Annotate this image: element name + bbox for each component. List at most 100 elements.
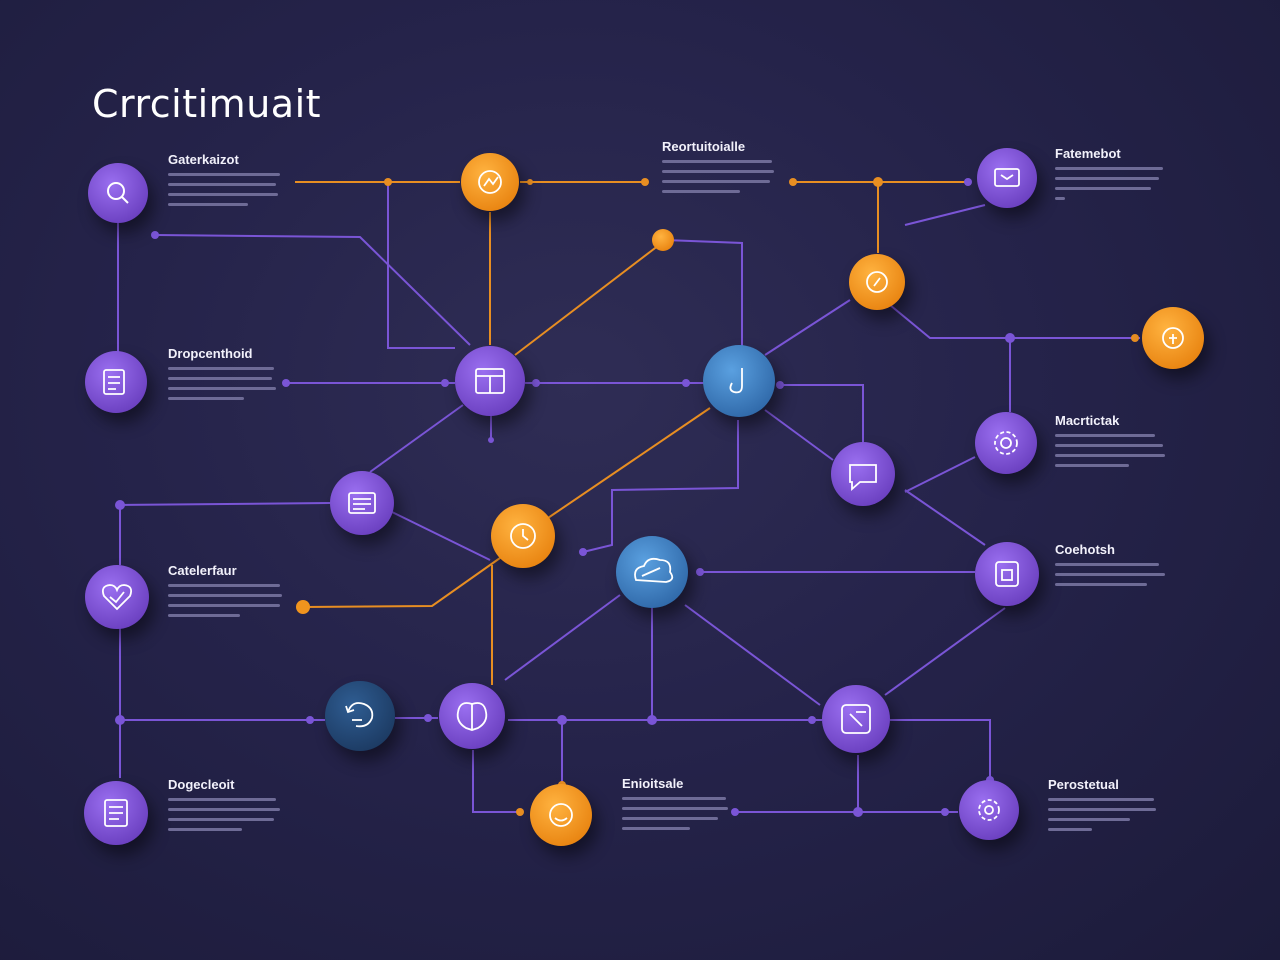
junction-dot [641,178,649,186]
label-title: Dogecleoit [168,777,235,792]
label-enioitsale: Enioitsale [622,776,752,837]
gear-icon [994,431,1018,455]
refresh-icon [345,702,374,728]
edge [387,182,455,349]
text-placeholder [168,584,298,617]
window-icon [475,368,505,394]
label-fatemebot: Fatemebot [1055,146,1185,207]
label-title: Macrtictak [1055,413,1120,428]
junction-dot [488,437,494,443]
junction-dot [964,178,972,186]
edge [154,234,471,346]
node-tag[interactable] [822,685,890,753]
edge [904,456,976,493]
label-title: Fatemebot [1055,146,1121,161]
junction-dot [527,179,533,185]
label-title: Dropcenthoid [168,346,253,361]
node-list[interactable] [330,471,394,535]
edge [302,557,501,608]
node-chat[interactable] [831,442,895,506]
node-smile[interactable] [530,784,592,846]
junction-dot [776,381,784,389]
junction-dot [384,178,392,186]
text-placeholder [168,367,298,400]
text-placeholder [622,797,752,830]
junction-dot [789,178,797,186]
junction-dot [516,808,524,816]
edge [904,204,986,226]
node-center-purple[interactable] [455,346,525,416]
text-placeholder [1055,563,1185,586]
node-search[interactable] [88,163,148,223]
edges-orange [295,181,968,685]
cog-icon [978,799,1000,821]
junction-dot [579,548,587,556]
chat-icon [849,464,877,491]
compass-icon [866,271,888,293]
clock-icon [510,523,536,549]
node-brain[interactable] [439,683,505,749]
node-cloud[interactable] [616,536,688,608]
label-macrtictak: Macrtictak [1055,413,1185,474]
node-gear[interactable] [975,412,1037,474]
label-coehotsh: Coehotsh [1055,542,1185,593]
edge [684,604,821,706]
junction-dot [682,379,690,387]
screen-icon [994,168,1020,187]
node-top-orange[interactable] [461,153,519,211]
notes-icon [104,799,128,827]
junction-dot [306,716,314,724]
label-title: Gaterkaizot [168,152,239,167]
junction-dot [652,229,674,251]
lock-icon [1162,327,1184,349]
box-icon [995,561,1019,587]
junction-dot [853,807,863,817]
edge [504,594,621,681]
node-clock[interactable] [491,504,555,568]
cloud-icon [634,557,674,583]
node-mid-orange[interactable] [849,254,905,310]
text-placeholder [168,798,298,831]
junction-dots [115,177,1139,817]
label-title: Reortuitoialle [662,139,746,154]
search-icon [107,182,129,204]
node-doc-left[interactable] [85,351,147,413]
edge [884,607,1006,696]
node-right-orange[interactable] [1142,307,1204,369]
junction-dot [151,231,159,239]
node-heart[interactable] [85,565,149,629]
junction-dot [441,379,449,387]
text-placeholder [168,173,298,206]
text-placeholder [1048,798,1178,831]
node-refresh[interactable] [325,681,395,751]
edge [391,511,491,561]
label-title: Perostetual [1048,777,1119,792]
heart-icon [101,584,133,611]
edge [890,719,991,780]
node-top-right[interactable] [977,148,1037,208]
edge [514,241,664,356]
junction-dot [296,600,310,614]
junction-dot [647,715,657,725]
junction-dot [1005,333,1015,343]
edge [889,304,1140,339]
junction-dot [941,808,949,816]
junction-dot [557,715,567,725]
text-placeholder [662,160,792,193]
label-dogecleoit: Dogecleoit [168,777,298,838]
text-placeholder [1055,167,1185,200]
edge [904,489,986,546]
node-cog-bottom[interactable] [959,780,1019,840]
edge [369,404,464,473]
label-title: Catelerfaur [168,563,237,578]
node-box[interactable] [975,542,1039,606]
edge [472,750,520,813]
node-center-blue[interactable] [703,345,775,417]
edge [119,502,331,506]
edge [664,239,743,350]
node-doc-bottom[interactable] [84,781,148,845]
label-title: Coehotsh [1055,542,1115,557]
page-title: Crrcitimuait [92,82,322,126]
junction-dot [424,714,432,722]
document-icon [103,369,125,395]
